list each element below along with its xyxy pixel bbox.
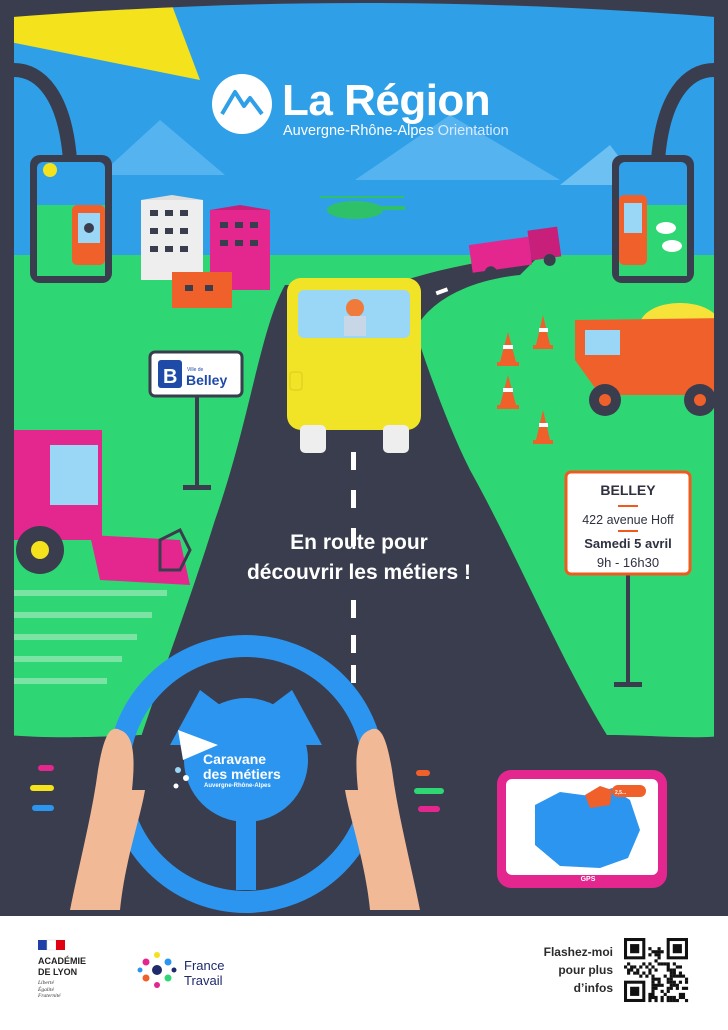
qr-caption: Flashez-moi pour plus d’infos <box>520 943 613 997</box>
gps-device <box>497 770 667 888</box>
event-date: Samedi 5 avril <box>584 536 672 551</box>
caravane-line-1: Caravane <box>203 751 267 767</box>
event-hours: 9h - 16h30 <box>596 555 660 570</box>
motto-liberte: Liberté <box>38 980 54 986</box>
frame-left <box>0 0 14 740</box>
yellow-bus <box>287 278 421 453</box>
event-address: 422 avenue Hoff <box>582 513 674 527</box>
qr-code-icon <box>624 938 689 1003</box>
svg-text:B: B <box>163 366 177 388</box>
frame-top <box>0 0 728 18</box>
region-logo-icon <box>212 74 272 134</box>
city-sign-name: Belley <box>186 372 228 388</box>
qr-caption-line-3: d’infos <box>573 981 613 995</box>
yellow-corner <box>0 0 200 80</box>
gps-badge: 2,5... <box>615 790 627 796</box>
city-sign: B <box>148 350 244 490</box>
qr-caption-line-2: pour plus <box>558 963 613 977</box>
event-city: BELLEY <box>600 482 656 498</box>
headline-line-2: découvrir les métiers ! <box>246 561 472 584</box>
brand-subtitle-accent: Orientation <box>437 123 509 139</box>
republic-motto: Liberté Égalité Fraternité <box>38 980 61 1000</box>
motto-egalite: Égalité <box>38 986 54 993</box>
mirror-arm-right <box>651 63 715 161</box>
caravane-logo: Caravane des métiers <box>203 752 281 782</box>
event-sign <box>564 470 692 687</box>
mirror-left <box>30 155 112 283</box>
footer-background <box>0 916 728 1030</box>
gps-label: GPS <box>580 876 596 883</box>
brand-subtitle-main: Auvergne-Rhône-Alpes <box>283 123 434 139</box>
france-travail-line-2: Travail <box>184 973 223 988</box>
academie-line-2: DE LYON <box>38 967 78 977</box>
crosswalk <box>12 590 167 684</box>
buildings <box>141 195 270 308</box>
mountain-right <box>355 115 560 180</box>
brand-subtitle: Auvergne-Rhône-Alpes Orientation <box>283 123 509 139</box>
traffic-cones <box>497 315 553 444</box>
mountain-left <box>100 120 225 175</box>
france-travail-logo-icon <box>137 952 177 988</box>
france-travail-line-1: France <box>184 958 225 973</box>
hands <box>70 728 420 910</box>
helicopter <box>320 196 405 219</box>
frame-right <box>714 0 728 740</box>
caravane-sub: Auvergne-Rhône-Alpes <box>204 783 271 789</box>
city-sign-prefix: Ville de <box>187 367 204 373</box>
mirror-arm-left <box>13 63 77 161</box>
mirror-right <box>612 155 694 283</box>
road <box>140 255 610 740</box>
academie-line-1: ACADÉMIE <box>38 956 87 966</box>
brand-title: La Région <box>282 76 491 125</box>
qr-caption-line-1: Flashez-moi <box>543 945 613 959</box>
combine-harvester <box>12 430 192 585</box>
dump-truck <box>575 303 728 416</box>
headline: En route pour découvrir les métiers ! <box>230 528 488 588</box>
marianne-icon <box>38 939 65 951</box>
headline-line-1: En route pour <box>290 531 428 554</box>
dashboard-indicators <box>30 765 444 812</box>
caravane-line-2: des métiers <box>203 766 281 782</box>
motto-fraternite: Fraternité <box>38 993 61 999</box>
pink-truck <box>468 226 562 279</box>
